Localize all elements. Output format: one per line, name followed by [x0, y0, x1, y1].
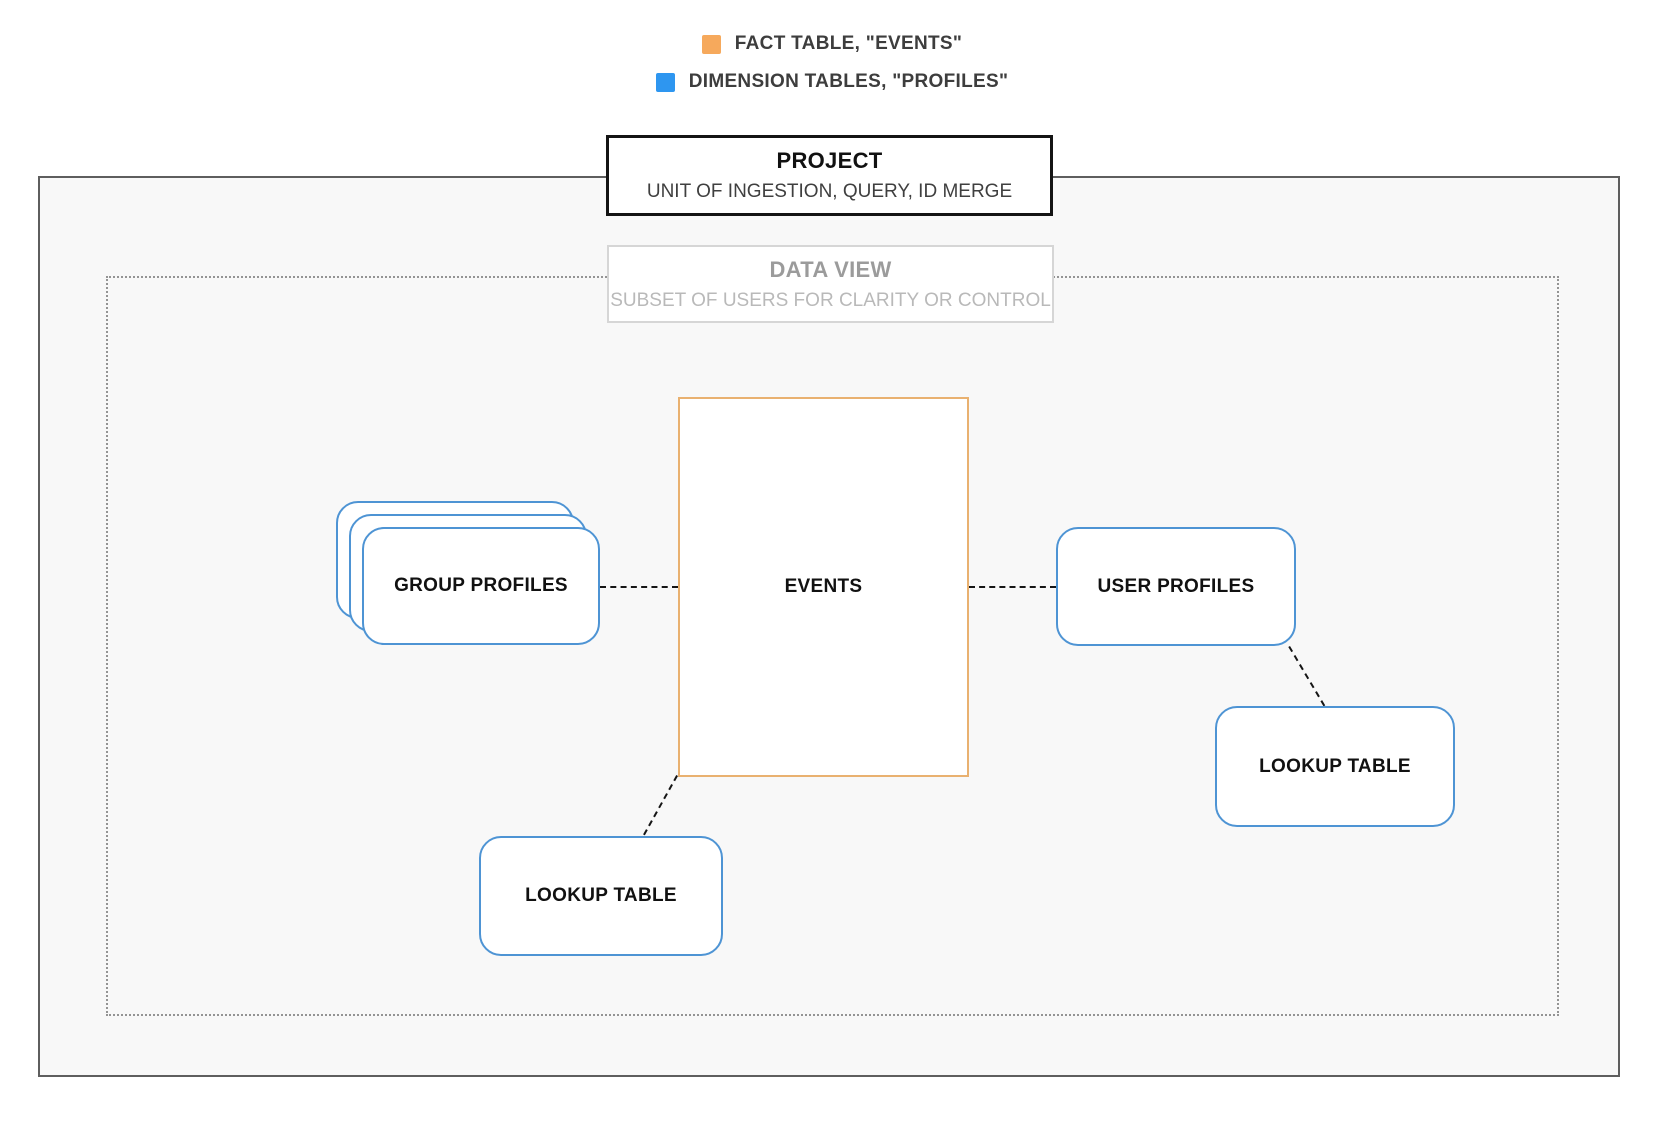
data-view-subtitle: SUBSET OF USERS FOR CLARITY OR CONTROL: [610, 289, 1051, 311]
legend-item-dimension-tables: DIMENSION TABLES, "PROFILES": [655, 71, 1009, 93]
lookup-table-bottom-node: LOOKUP TABLE: [479, 836, 723, 956]
group-profiles-label: GROUP PROFILES: [394, 575, 568, 596]
project-header-box: PROJECT UNIT OF INGESTION, QUERY, ID MER…: [606, 135, 1053, 216]
legend-item-fact-table: FACT TABLE, "EVENTS": [701, 33, 963, 55]
lookup-table-bottom-label: LOOKUP TABLE: [525, 885, 677, 906]
connector-events-user-profiles: [969, 586, 1056, 588]
user-profiles-label: USER PROFILES: [1097, 575, 1255, 597]
legend-label-dimension-tables: DIMENSION TABLES, "PROFILES": [688, 71, 1009, 92]
group-profiles-node: GROUP PROFILES: [362, 527, 600, 645]
dimension-tables-swatch-icon: [655, 72, 675, 92]
events-label: EVENTS: [784, 576, 863, 597]
legend-label-fact-table: FACT TABLE, "EVENTS": [734, 33, 963, 54]
project-title: PROJECT: [776, 148, 883, 173]
events-node: EVENTS: [678, 397, 969, 777]
data-view-header-box: DATA VIEW SUBSET OF USERS FOR CLARITY OR…: [607, 245, 1054, 323]
fact-table-swatch-icon: [701, 34, 721, 54]
legend: FACT TABLE, "EVENTS" DIMENSION TABLES, "…: [0, 33, 1664, 93]
user-profiles-node: USER PROFILES: [1056, 527, 1296, 646]
lookup-table-right-node: LOOKUP TABLE: [1215, 706, 1455, 827]
connector-group-profiles-events: [600, 586, 678, 588]
lookup-table-right-label: LOOKUP TABLE: [1259, 755, 1411, 777]
data-view-title: DATA VIEW: [769, 256, 892, 282]
project-subtitle: UNIT OF INGESTION, QUERY, ID MERGE: [646, 181, 1013, 202]
